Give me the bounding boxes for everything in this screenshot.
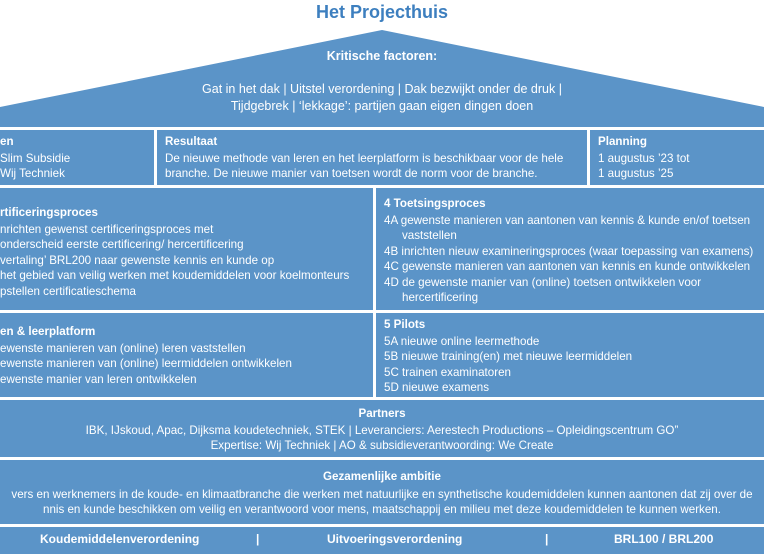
box-line: 4B inrichten nieuw examineringsproces (w… <box>384 244 754 258</box>
box-line: 5C trainen examinatoren <box>384 365 511 379</box>
box-line: Slim Subsidie <box>0 151 71 165</box>
box-leren-leerplatform: en & leerplatform ewenste manieren van (… <box>0 313 373 397</box>
roof-line: Tijdgebrek | ‘lekkage’: partijen gaan ei… <box>230 99 534 113</box>
box-line: nrichten gewenst certificeringsproces me… <box>0 222 214 236</box>
box-line: vers en werknemers in de koude- en klima… <box>11 487 753 501</box>
box-toetsingsproces: 4 Toetsingsproces 4A gewenste manieren v… <box>376 188 764 310</box>
box-heading: Partners <box>358 407 406 420</box>
box-line: nnis en kunde beschikken om veilig en ve… <box>43 503 721 516</box>
box-heading: en & leerplatform <box>0 325 96 338</box>
roof-text: Gat in het dak | Uitstel verordening | D… <box>0 81 764 115</box>
box-line: 5B nieuwe training(en) met nieuwe leermi… <box>384 350 633 363</box>
box-line: 4C gewenste manieren van aantonen van ke… <box>384 260 751 273</box>
foundation-separator: | <box>545 532 549 546</box>
box-heading: Resultaat <box>165 135 218 148</box>
box-line: IBK, IJskoud, Apac, Dijksma koudetechnie… <box>85 423 679 437</box>
foundation-item: BRL100 / BRL200 <box>614 532 714 546</box>
page-title: Het Projecthuis <box>315 2 449 22</box>
box-line: Expertise: Wij Techniek | AO & subsidiev… <box>210 439 554 452</box>
box-line: 5D nieuwe examens <box>384 381 490 394</box>
roof-shape <box>0 30 764 127</box>
box-line: branche. De nieuwe manier van toetsen wo… <box>165 167 538 180</box>
box-line: De nieuwe methode van leren en het leerp… <box>165 151 564 165</box>
foundation-item: Uitvoeringsverordening <box>327 532 463 546</box>
box-certificeringsproces: rtificeringsproces nrichten gewenst cert… <box>0 188 373 310</box>
roof-heading: Kritische factoren: <box>326 49 438 63</box>
box-planning: Planning 1 augustus ’23 tot 1 augustus ’… <box>590 130 764 185</box>
box-line: 5A nieuwe online leermethode <box>384 334 540 348</box>
box-heading: 5 Pilots <box>384 318 426 331</box>
box-line: ewenste manier van leren ontwikkelen <box>0 372 197 386</box>
box-line: vertaling’ BRL200 naar gewenste kennis e… <box>0 253 275 267</box>
foundation-separator: | <box>256 532 260 546</box>
box-line: onderscheid eerste certificering/ hercer… <box>0 238 244 251</box>
box-partners: Partners IBK, IJskoud, Apac, Dijksma kou… <box>0 400 764 457</box>
foundation-item: Koudemiddelenverordening <box>40 532 200 546</box>
box-line: 4A gewenste manieren van aantonen van ke… <box>384 213 751 227</box>
box-pilots: 5 Pilots 5A nieuwe online leermethode 5B… <box>376 313 764 397</box>
box-line: ewenste manieren van (online) leermiddel… <box>0 357 292 370</box>
box-gezamenlijke-ambitie: Gezamenlijke ambitie vers en werknemers … <box>0 460 764 524</box>
box-line: pstellen certificatieschema <box>0 284 136 298</box>
box-line: vaststellen <box>402 229 457 242</box>
box-heading: rtificeringsproces <box>0 206 98 219</box>
box-heading: Planning <box>598 135 647 148</box>
box-line: 1 augustus ’23 tot <box>598 151 690 165</box>
box-opdrachtgevers: en Slim Subsidie Wij Techniek <box>0 130 154 185</box>
box-line: ewenste manieren van (online) leren vast… <box>0 341 246 355</box>
foundation-strip: Koudemiddelenverordening | Uitvoeringsve… <box>0 527 764 554</box>
box-resultaat: Resultaat De nieuwe methode van leren en… <box>157 130 587 185</box>
box-heading: 4 Toetsingsproces <box>384 197 486 210</box>
box-line: 4D de gewenste manier van (online) toets… <box>384 275 702 289</box>
box-line: 1 augustus ’25 <box>598 167 674 180</box>
roof-line: Gat in het dak | Uitstel verordening | D… <box>202 82 562 96</box>
box-line: Wij Techniek <box>0 167 65 180</box>
box-heading: en <box>0 135 14 148</box>
box-line: het gebied van veilig werken met koudemi… <box>0 269 350 282</box>
box-heading: Gezamenlijke ambitie <box>323 470 441 483</box>
box-line: hercertificering <box>402 291 479 304</box>
